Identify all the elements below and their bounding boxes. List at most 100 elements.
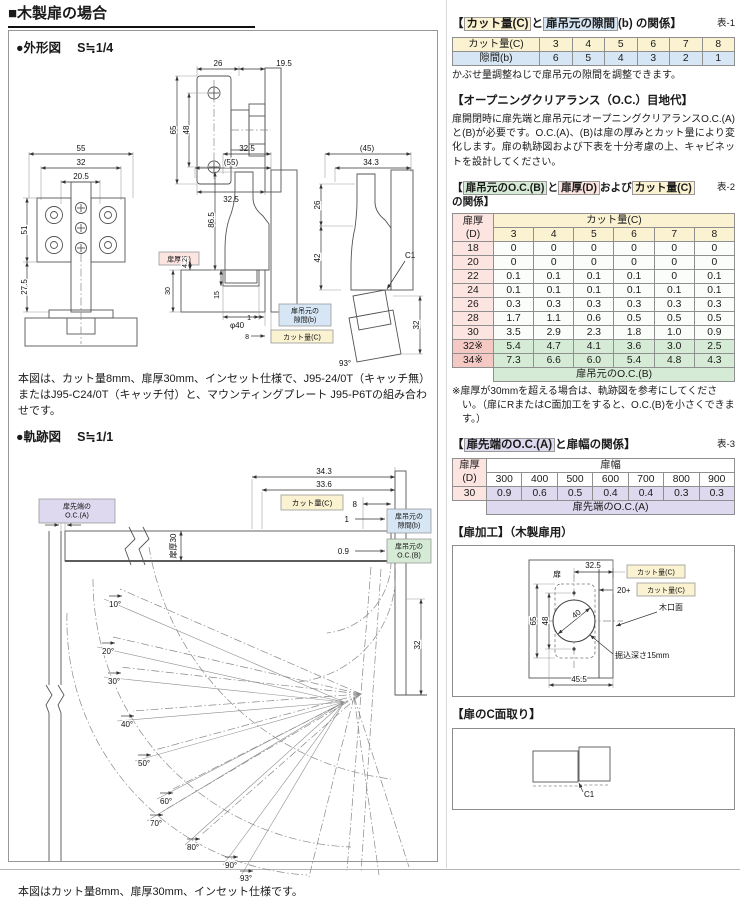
- dim-20-5: 20.5: [73, 172, 89, 181]
- hinge-front-view: 26 19.5 65 48 32.5: [168, 59, 293, 204]
- trajectory-figure-title: ●軌跡図: [16, 429, 62, 444]
- dim-32: 32: [413, 640, 422, 649]
- thickness-cell: 22: [452, 269, 494, 285]
- door-processing-drawing: 扉 32.5 カット量(C) 20+ カット量(C) 木口面 65 48 40 …: [528, 559, 696, 689]
- col-header: 900: [698, 471, 736, 487]
- table-cell: 1.7: [492, 311, 535, 327]
- oca-highlight: 扉先端のO.C.(A): [463, 438, 556, 453]
- table-row: 扉厚(D) カット量(C): [452, 213, 735, 243]
- section3-heading: 【扉吊元のO.C.(B)と扉厚(D)およびカット量(C)の関係】 表-2: [452, 180, 735, 210]
- dim-open-26: 26: [313, 200, 322, 209]
- table-cell: 7: [669, 36, 703, 52]
- col-header: 5: [573, 227, 615, 243]
- table-cell: 0.1: [653, 283, 695, 299]
- thickness-cell: 34※: [452, 353, 494, 369]
- table-cell: 0: [653, 269, 695, 285]
- table-cell: 4.1: [573, 339, 615, 355]
- table-1: カット量(C) 3 4 5 6 7 8 隙間(b) 6 5 4 3 2 1: [452, 36, 735, 66]
- angle-30: 30°: [108, 677, 120, 686]
- dim-34-3: 34.3: [316, 467, 332, 476]
- col-header: 8: [693, 227, 736, 243]
- gap-label-line2: 隙間(b): [294, 315, 317, 324]
- table-cell: 0: [533, 241, 575, 257]
- oca-label-line1: 扉先端の: [63, 501, 91, 510]
- table2-number: 表-2: [717, 181, 735, 193]
- door-thickness-30: 扉厚30: [168, 533, 178, 558]
- cut-amount-label: カット量(C): [637, 569, 675, 577]
- table-cell: 6: [636, 36, 670, 52]
- cut-amount-label2: カット量(C): [647, 587, 685, 595]
- dim-45-5: 45.5: [571, 675, 587, 684]
- table-cell: 0.1: [492, 269, 535, 285]
- dim-26: 26: [214, 59, 223, 68]
- cut-amount-label: カット量(C): [292, 498, 333, 507]
- header-text: 扉厚: [459, 460, 480, 472]
- section6-heading: 【扉のC面取り】: [452, 709, 541, 722]
- gap-label-line1: 扉吊元の: [395, 511, 423, 520]
- angle-93: 93°: [240, 874, 252, 883]
- thickness-cell: 30: [452, 325, 494, 341]
- table-cell: 0.4: [627, 485, 665, 501]
- angle-40: 40°: [121, 720, 133, 729]
- thickness-cell: 32※: [452, 339, 494, 355]
- table-cell: 0.3: [698, 485, 736, 501]
- table3-footer: 扉先端のO.C.(A): [486, 499, 735, 515]
- dim-32: 32: [77, 158, 86, 167]
- table-cell: 1.0: [653, 325, 695, 341]
- dim-48: 48: [182, 125, 191, 134]
- table-3: 扉厚(D) 扉幅 300 400 500 600 700 800 900 30 …: [452, 457, 736, 515]
- dim-gap-1: 1: [345, 515, 350, 524]
- page-title: ■木製扉の場合: [8, 2, 255, 28]
- col-header: 3: [492, 227, 535, 243]
- table-cell: 4.7: [533, 339, 575, 355]
- table-cell: 0.6: [573, 311, 615, 327]
- cut-amount-label: カット量(C): [283, 334, 321, 342]
- cut-amount-header: カット量(C): [493, 213, 735, 229]
- table-cell: 6.0: [573, 353, 615, 369]
- row-label-cell: カット量(C): [452, 36, 540, 52]
- angle-50: 50°: [138, 759, 150, 768]
- header-text: 扉厚: [462, 215, 484, 227]
- table1-note: かぶせ量調整ねじで扉吊元の隙間を調整できます。: [452, 69, 681, 81]
- thickness-cell: 28: [452, 311, 494, 327]
- table-cell: 4.3: [693, 353, 736, 369]
- table-cell: 0.3: [573, 297, 615, 313]
- table-cell: 0.3: [533, 297, 575, 313]
- dim-55: 55: [77, 144, 86, 153]
- dim-cut-8: 8: [245, 334, 249, 341]
- heading-text: と: [547, 181, 559, 194]
- thickness-highlight: 扉厚(D): [558, 180, 600, 195]
- table-cell: 0.5: [556, 485, 594, 501]
- section4-heading: 【扉先端のO.C.(A)と扉幅の関係】 表-3: [452, 438, 735, 454]
- thickness-header: 扉厚(D): [452, 457, 487, 487]
- heading-text: の関係】: [452, 196, 495, 209]
- table-cell: 5.4: [492, 339, 535, 355]
- table-row: 30 0.9 0.6 0.5 0.4 0.4 0.3 0.3: [452, 485, 736, 501]
- trajectory-geometry: [45, 470, 427, 879]
- table-cell: 4: [604, 50, 638, 66]
- table-cell: 0: [613, 255, 655, 271]
- gap-highlight: 扉吊元の隙間: [542, 17, 618, 31]
- dim-65: 65: [529, 616, 538, 625]
- angle-60: 60°: [160, 797, 172, 806]
- table-cell: 6.6: [533, 353, 575, 369]
- table-cell: 0.1: [613, 283, 655, 299]
- table3-number: 表-3: [717, 439, 735, 451]
- cut-amount-highlight: カット量(C): [631, 180, 695, 195]
- dim-dia-40: φ40: [230, 321, 245, 330]
- edge-face-label: 木口面: [659, 602, 683, 612]
- gap-label-line1: 扉吊元の: [291, 306, 319, 315]
- chamfer-drawing: C1: [532, 746, 611, 799]
- mounting-plate-view: 55 32 20.5 51 27.5: [19, 144, 138, 347]
- trajectory-note: 本図はカット量8mm、扉厚30mm、インセット仕様です。: [18, 885, 303, 898]
- table2-note: ※扉厚が30mmを超える場合は、軌跡図を参考にしてください。（扉にRまたはC面加…: [452, 386, 735, 426]
- col-header: 300: [485, 471, 523, 487]
- dim-32-5: 32.5: [223, 195, 239, 204]
- angle-80: 80°: [187, 843, 199, 852]
- table-cell: 1: [701, 50, 735, 66]
